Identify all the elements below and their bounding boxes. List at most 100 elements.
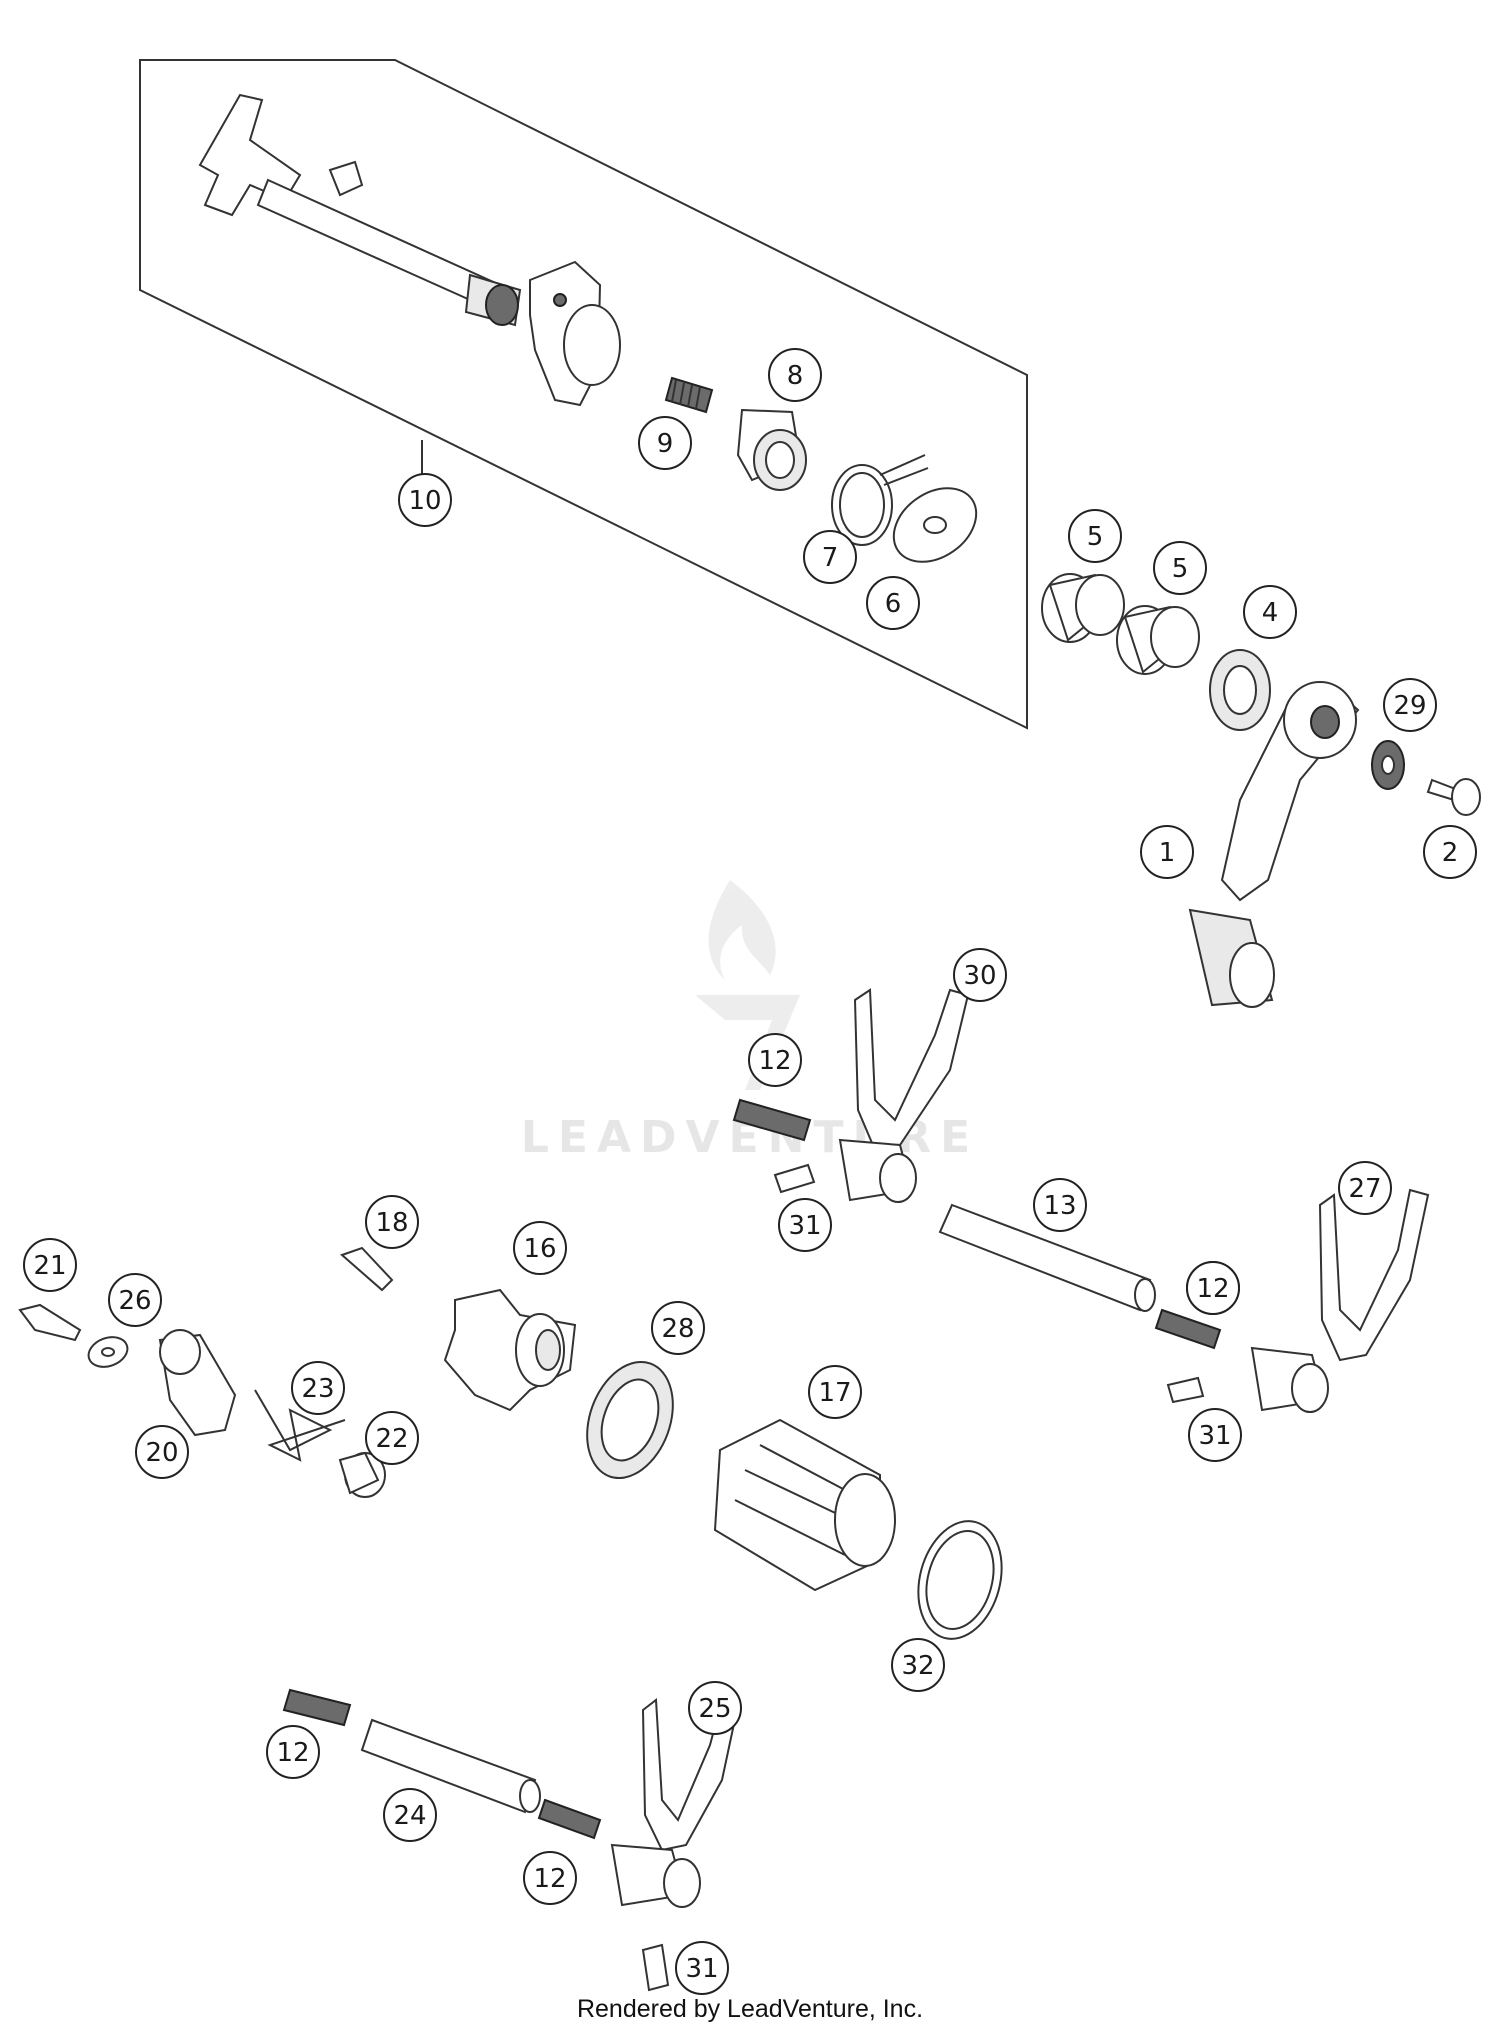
callout-23: 23	[291, 1361, 345, 1415]
callout-label: 17	[818, 1378, 851, 1408]
callout-circle	[638, 416, 692, 470]
callout-17: 17	[808, 1365, 862, 1419]
callout-circle	[1186, 1261, 1240, 1315]
shift-fork-part	[1250, 1188, 1430, 1413]
callout-label: 24	[393, 1801, 426, 1831]
callout-label: 31	[1198, 1421, 1231, 1451]
washer-part	[892, 487, 978, 563]
callout-label: 13	[1043, 1191, 1076, 1221]
callout-label: 12	[276, 1738, 309, 1768]
callout-circle	[675, 1941, 729, 1995]
footer-credit: Rendered by LeadVenture, Inc.	[576, 1995, 924, 2023]
callout-12: 12	[266, 1725, 320, 1779]
callout-circle	[803, 530, 857, 584]
callout-circle	[383, 1788, 437, 1842]
callout-circle	[398, 473, 452, 527]
callout-7: 7	[803, 530, 857, 584]
callout-circle	[365, 1411, 419, 1465]
callout-label: 28	[661, 1314, 694, 1344]
callout-circle	[866, 576, 920, 630]
callout-label: 1	[1159, 838, 1176, 868]
bushing-part	[1116, 605, 1200, 675]
bolt-part	[1426, 778, 1481, 816]
shift-lever-part	[1188, 681, 1360, 1008]
callout-18: 18	[365, 1195, 419, 1249]
callout-label: 30	[963, 961, 996, 991]
callout-5: 5	[1068, 509, 1122, 563]
callout-label: 31	[685, 1954, 718, 1984]
callout-1: 1	[1140, 825, 1194, 879]
callout-label: 9	[657, 429, 674, 459]
callout-circle	[688, 1681, 742, 1735]
callout-25: 25	[688, 1681, 742, 1735]
callout-label: 10	[408, 486, 441, 516]
callout-label: 18	[375, 1208, 408, 1238]
shift-rod-part	[938, 1203, 1156, 1312]
callout-label: 22	[375, 1424, 408, 1454]
callout-label: 5	[1172, 554, 1189, 584]
bolt-part	[18, 1303, 82, 1342]
pin-part	[641, 1943, 670, 1992]
callout-label: 31	[788, 1211, 821, 1241]
callout-circle	[23, 1238, 77, 1292]
callout-circle	[1068, 509, 1122, 563]
callout-circle	[291, 1361, 345, 1415]
callout-circle	[1423, 825, 1477, 879]
callout-30: 30	[953, 948, 1007, 1002]
callout-27: 27	[1338, 1161, 1392, 1215]
shift-drum-part	[713, 1418, 896, 1592]
callout-label: 25	[698, 1694, 731, 1724]
callout-26: 26	[108, 1273, 162, 1327]
callout-label: 12	[1196, 1274, 1229, 1304]
shift-fork-part	[610, 1698, 740, 1908]
callout-label: 26	[118, 1286, 151, 1316]
callout-label: 5	[1087, 522, 1104, 552]
callout-6: 6	[866, 576, 920, 630]
bushing-part	[1041, 573, 1125, 643]
callout-12: 12	[523, 1851, 577, 1905]
callout-circle	[1140, 825, 1194, 879]
callout-circle	[891, 1638, 945, 1692]
callout-label: 7	[822, 543, 839, 573]
spring-part	[282, 1688, 352, 1727]
callout-circle	[266, 1725, 320, 1779]
bolt-part	[340, 1246, 394, 1292]
spring-clip-part	[831, 454, 929, 546]
spring-part	[664, 376, 714, 414]
callout-4: 4	[1243, 585, 1297, 639]
callout-28: 28	[651, 1301, 705, 1355]
shift-star-part	[443, 1288, 577, 1412]
callout-10: 10	[398, 473, 452, 527]
callout-circle	[135, 1425, 189, 1479]
callout-circle	[1338, 1161, 1392, 1215]
callout-21: 21	[23, 1238, 77, 1292]
callout-31: 31	[778, 1198, 832, 1252]
callout-label: 21	[33, 1251, 66, 1281]
bushing-part	[338, 1451, 386, 1498]
callout-circle	[1153, 541, 1207, 595]
ring-part	[917, 1520, 1003, 1640]
callout-circle	[808, 1365, 862, 1419]
callout-29: 29	[1383, 678, 1437, 732]
callout-circle	[651, 1301, 705, 1355]
callout-circle	[1243, 585, 1297, 639]
callout-5: 5	[1153, 541, 1207, 595]
callout-circle	[1033, 1178, 1087, 1232]
callout-32: 32	[891, 1638, 945, 1692]
callout-2: 2	[1423, 825, 1477, 879]
callout-31: 31	[675, 1941, 729, 1995]
spring-part	[537, 1798, 602, 1840]
callout-16: 16	[513, 1221, 567, 1275]
callout-circle	[108, 1273, 162, 1327]
callout-group: 1245567891012121212121316171820212223242…	[23, 348, 1477, 1995]
callout-31: 31	[1188, 1408, 1242, 1462]
washer-part	[1371, 740, 1405, 790]
seal-ring-part	[1209, 649, 1271, 731]
callout-label: 12	[533, 1864, 566, 1894]
callout-label: 6	[885, 589, 902, 619]
callout-24: 24	[383, 1788, 437, 1842]
callout-label: 16	[523, 1234, 556, 1264]
callout-label: 20	[145, 1438, 178, 1468]
callout-label: 32	[901, 1651, 934, 1681]
